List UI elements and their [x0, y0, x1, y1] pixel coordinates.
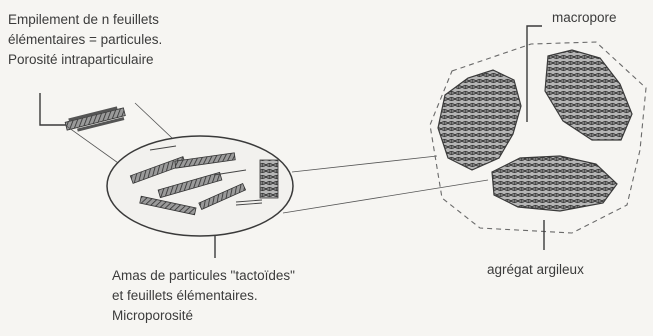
macropore-leader	[527, 26, 542, 122]
aggregate-lump	[438, 70, 521, 170]
aggregate-label: agrégat argileux	[487, 260, 584, 280]
stack-label-line-1: Empilement de n feuillets	[8, 10, 162, 30]
stacked-sheets-particle	[64, 105, 126, 134]
cluster-label: Amas de particules "tactoïdes" et feuill…	[112, 266, 295, 326]
vertical-sheet-stack	[260, 160, 278, 198]
cluster-label-line-1: Amas de particules "tactoïdes"	[112, 266, 295, 286]
cluster-label-line-2: et feuillets élémentaires.	[112, 286, 295, 306]
stack-label: Empilement de n feuillets élémentaires =…	[8, 10, 162, 70]
clay-aggregate	[430, 26, 646, 250]
macropore-label: macropore	[552, 8, 617, 28]
zoom-connectors	[283, 156, 488, 213]
aggregate-lump	[492, 156, 617, 211]
cluster-label-line-3: Microporosité	[112, 306, 295, 326]
aggregate-lump	[545, 50, 632, 140]
tactoid-cluster	[107, 136, 293, 258]
stack-label-line-3: Porosité intraparticulaire	[8, 50, 162, 70]
stack-label-line-2: élémentaires = particules.	[8, 30, 162, 50]
